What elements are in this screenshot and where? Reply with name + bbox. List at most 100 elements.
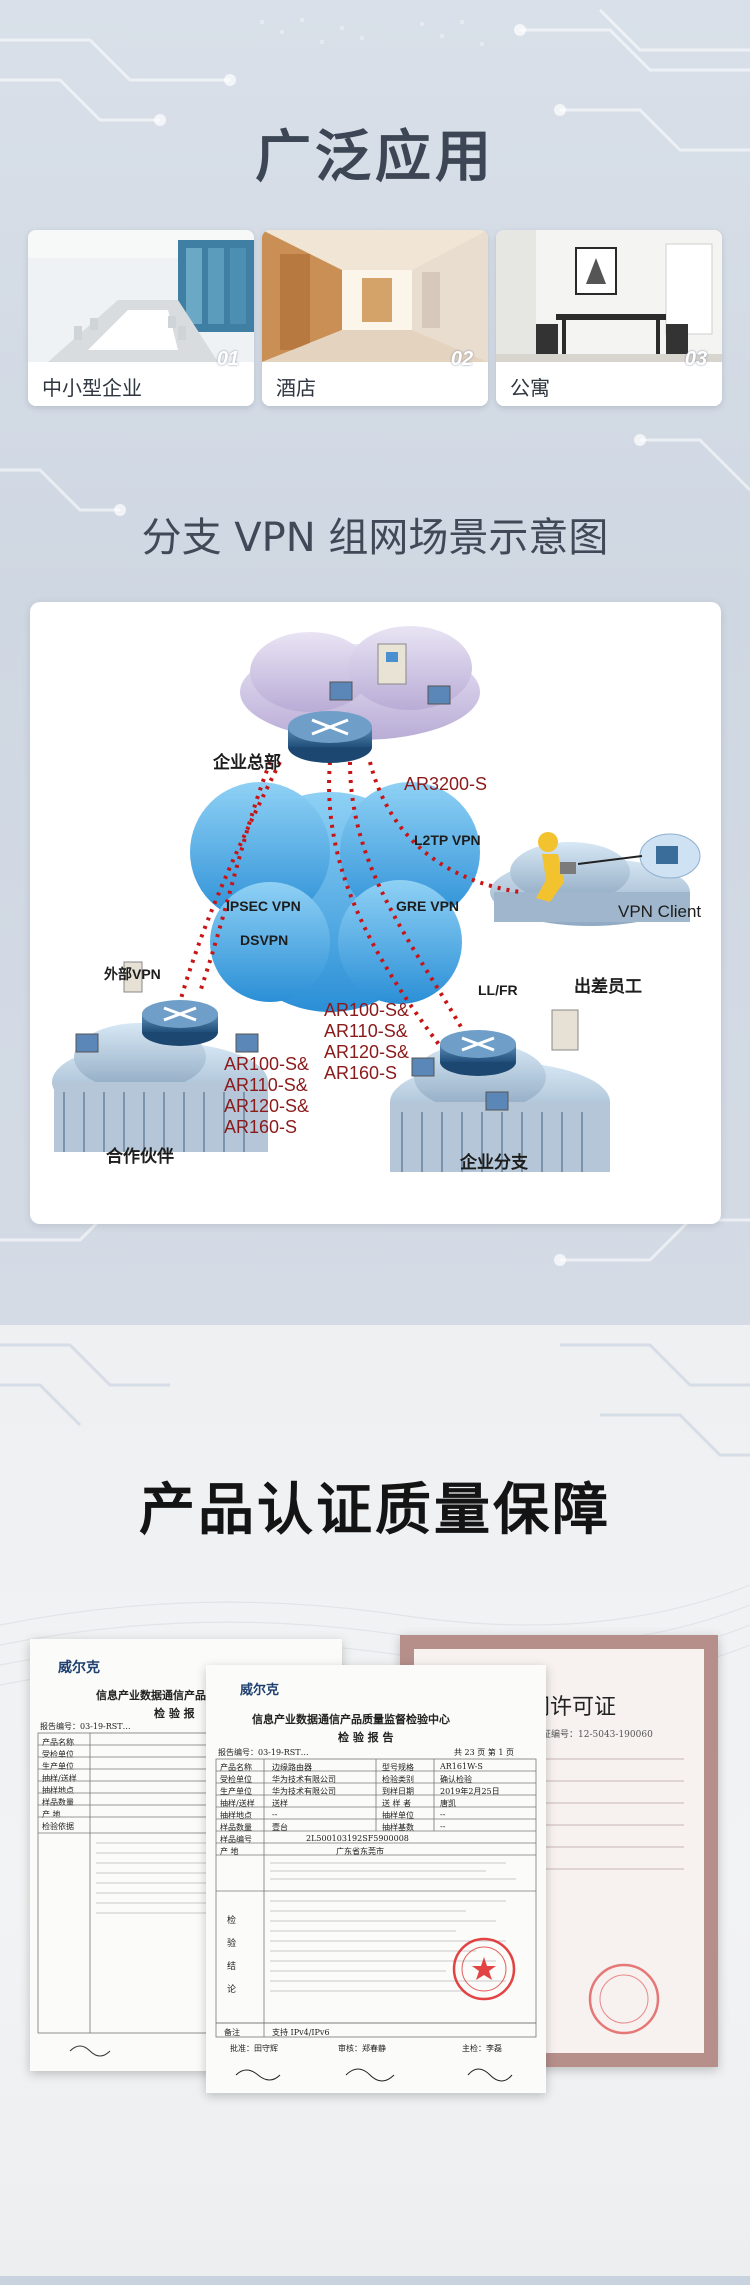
report-field-value: 边缘路由器 — [272, 1763, 312, 1772]
report-field-value: -- — [440, 1822, 446, 1831]
partner-router — [142, 1000, 218, 1046]
report-front-subtitle: 检 验 报 告 — [338, 1731, 394, 1744]
card-caption: 中小型企业 — [28, 362, 254, 406]
card-label: 公寓 — [510, 376, 550, 400]
traveler-cloud — [490, 842, 690, 926]
partner-computers — [75, 961, 259, 1053]
report-field-value: 2L500103192SF5900008 — [306, 1834, 409, 1843]
card-label: 中小型企业 — [42, 376, 142, 400]
report-field-value: 唐凯 — [440, 1799, 456, 1808]
label-partner: 合作伙伴 — [106, 1147, 174, 1166]
vpn-diagram-graphic — [52, 626, 701, 1172]
circuit-background — [0, 0, 750, 1325]
hq-computers — [329, 643, 451, 705]
vpn-diagram: 企业总部 AR3200-S L2TP VPN VPN Client 出差员工 I… — [30, 602, 721, 1224]
certification-section: 产品认证质量保障 进网许可证 许可证编号：12-5043-190060 威尔克 — [0, 1325, 750, 2285]
report-signer: 批准：田守辉 — [230, 2044, 278, 2053]
report-field-value: 送样 — [272, 1799, 288, 1808]
report-field-value: 华为技术有限公司 — [272, 1787, 336, 1796]
report-back-row: 样品数量 — [42, 1798, 74, 1807]
internet-cloud — [190, 782, 480, 1012]
conference-room-photo — [28, 230, 254, 362]
label-l2tp: L2TP VPN — [414, 832, 481, 848]
official-seal — [452, 1937, 516, 2001]
card-number: 01 — [216, 348, 240, 370]
apartment-photo — [496, 230, 722, 362]
report-field-label: 到样日期 — [382, 1787, 414, 1796]
card-apartment[interactable]: 公寓 03 — [496, 230, 722, 406]
report-front-number: 报告编号：03-19-RST… — [218, 1748, 309, 1757]
hq-router — [288, 711, 372, 763]
report-front-grid — [215, 1758, 537, 2082]
report-conclusion-label: 检验结论 — [225, 1915, 235, 2007]
report-field-label: 样品编号 — [220, 1835, 252, 1844]
card-hotel[interactable]: 酒店 02 — [262, 230, 488, 406]
report-back-row: 受检单位 — [42, 1750, 74, 1759]
report-front-title: 信息产业数据通信产品质量监督检验中心 — [252, 1713, 450, 1726]
vpn-diagram-title: 分支 VPN 组网场景示意图 — [141, 515, 609, 561]
report-back-title: 信息产业数据通信产品质 — [96, 1689, 217, 1702]
report-field-label: 样品数量 — [220, 1823, 252, 1832]
card-number: 02 — [450, 348, 474, 370]
report-field-value: 确认检验 — [440, 1775, 472, 1784]
test-report-front: 威尔克 信息产业数据通信产品质量监督检验中心 检 验 报 告 报告编号：03-1… — [206, 1665, 546, 2093]
report-signer: 审核：郑春静 — [338, 2044, 386, 2053]
report-back-row: 生产单位 — [42, 1762, 74, 1771]
report-back-row: 抽样/送样 — [42, 1774, 77, 1783]
report-field-label: 受检单位 — [220, 1775, 252, 1784]
report-back-row: 抽样地点 — [42, 1786, 74, 1795]
card-sme[interactable]: 中小型企业 01 — [28, 230, 254, 406]
report-back-row: 产 地 — [42, 1810, 61, 1819]
report-field-label: 产 地 — [220, 1847, 239, 1856]
report-front-page: 共 23 页 第 1 页 — [454, 1748, 514, 1757]
vpn-client-device — [577, 833, 701, 879]
label-ipsec: IPSEC VPN — [226, 898, 301, 914]
report-field-value: -- — [440, 1810, 446, 1819]
branch-computers — [411, 1009, 579, 1111]
label-vpn-client: VPN Client — [618, 902, 702, 921]
label-dsvpn: DSVPN — [240, 932, 289, 948]
report-back-row: 产品名称 — [42, 1738, 74, 1747]
report-field-label: 抽样基数 — [382, 1823, 414, 1832]
label-hq-router: AR3200-S — [404, 774, 488, 794]
branch-router — [440, 1030, 516, 1076]
report-field-label: 型号规格 — [382, 1763, 414, 1772]
report-field-label: 检验类别 — [382, 1775, 414, 1784]
report-field-label: 抽样单位 — [382, 1811, 414, 1820]
card-caption: 酒店 — [262, 362, 488, 406]
bottom-bar — [0, 2276, 750, 2285]
certification-title: 产品认证质量保障 — [139, 1478, 611, 1543]
card-number: 03 — [684, 348, 708, 370]
report-field-value: 华为技术有限公司 — [272, 1775, 336, 1784]
report-back-brand: 威尔克 — [58, 1660, 100, 1676]
report-field-value: 广东省东莞市 — [336, 1847, 384, 1856]
hotel-corridor-photo — [262, 230, 488, 362]
report-field-label: 抽样/送样 — [220, 1799, 255, 1808]
report-back-row: 检验依据 — [42, 1822, 74, 1831]
report-remark-label: 备注 — [224, 2028, 240, 2037]
card-caption: 公寓 — [496, 362, 722, 406]
report-field-label: 送 样 者 — [382, 1799, 412, 1808]
vpn-links — [178, 761, 521, 1074]
report-field-value: AR161W-S — [440, 1762, 483, 1771]
report-field-label: 生产单位 — [220, 1787, 252, 1796]
branch-cloud — [390, 1043, 610, 1172]
report-signer: 主检：李磊 — [462, 2044, 502, 2053]
applications-title: 广泛应用 — [255, 125, 495, 190]
label-gre: GRE VPN — [396, 898, 460, 914]
traveler-figure — [536, 832, 576, 902]
label-traveler: 出差员工 — [574, 977, 642, 996]
label-branch: 企业分支 — [460, 1153, 528, 1172]
label-external-vpn: 外部VPN — [104, 966, 161, 982]
label-branch-models: AR100-S& AR110-S& AR120-S& AR160-S — [324, 1000, 410, 1083]
card-label: 酒店 — [276, 376, 316, 400]
report-field-label: 产品名称 — [220, 1763, 252, 1772]
partner-cloud — [52, 1023, 268, 1152]
report-field-value: 壹台 — [272, 1823, 288, 1832]
report-field-value: -- — [272, 1810, 278, 1819]
applications-section: 广泛应用 中小型企业 01 — [0, 0, 750, 1325]
license-number: 许可证编号：12-5043-190060 — [524, 1730, 653, 1740]
label-hq: 企业总部 — [213, 753, 281, 772]
label-partner-models: AR100-S& AR110-S& AR120-S& AR160-S — [224, 1054, 310, 1137]
report-back-subtitle: 检 验 报 — [154, 1707, 195, 1720]
